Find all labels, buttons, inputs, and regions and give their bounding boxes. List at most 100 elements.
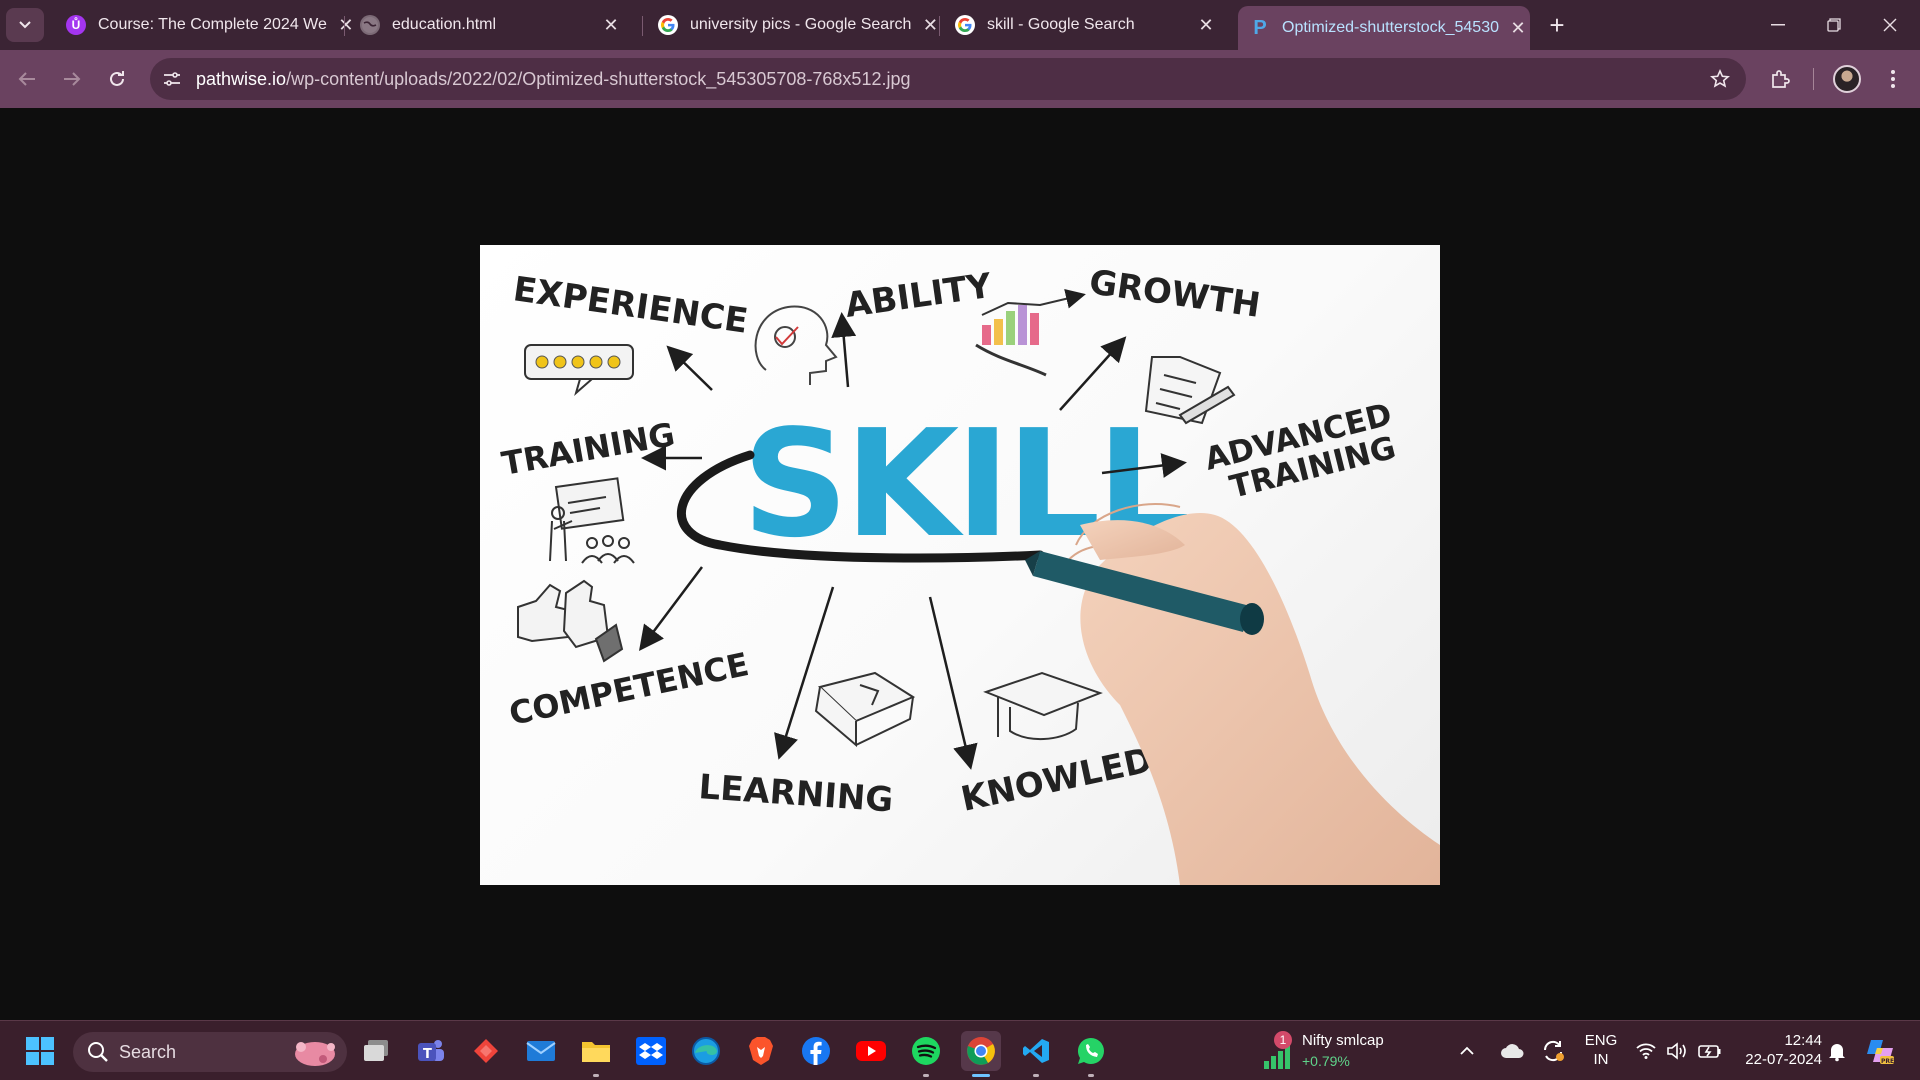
avatar: [1833, 65, 1861, 93]
cloud-icon: [1501, 1044, 1524, 1058]
address-bar[interactable]: pathwise.io/wp-content/uploads/2022/02/O…: [150, 58, 1746, 100]
svg-text:PRE: PRE: [1881, 1058, 1894, 1065]
minimize-button[interactable]: [1750, 0, 1806, 50]
notifications-button[interactable]: [1822, 1031, 1852, 1071]
tab-education-html[interactable]: education.html ✕: [348, 6, 634, 44]
browser-toolbar: pathwise.io/wp-content/uploads/2022/02/O…: [0, 50, 1920, 108]
tab-active-image[interactable]: P Optimized-shutterstock_54530 ✕: [1238, 6, 1530, 50]
facebook-app[interactable]: [796, 1031, 836, 1071]
label-competence: COMPETENCE: [506, 645, 752, 733]
skill-image[interactable]: SKILL EXPERIENCE ABILITY GROWTH TRAINING…: [480, 245, 1440, 885]
reload-button[interactable]: [100, 62, 134, 96]
close-tab-icon[interactable]: ✕: [603, 14, 619, 35]
tab-udemy-course[interactable]: Ů Course: The Complete 2024 We ✕: [54, 6, 353, 44]
folder-icon: [582, 1042, 610, 1062]
tab-university-pics[interactable]: university pics - Google Search ✕: [646, 6, 938, 44]
hand-with-marker: [1025, 503, 1440, 885]
running-indicator: [593, 1074, 599, 1077]
tab-title: university pics - Google Search: [690, 16, 912, 33]
restore-icon: [1827, 18, 1841, 32]
bookmark-button[interactable]: [1708, 67, 1732, 91]
brave-app[interactable]: [741, 1031, 781, 1071]
browser-menu-button[interactable]: [1876, 62, 1910, 96]
svg-text:T: T: [423, 1047, 432, 1062]
edge-app[interactable]: [686, 1031, 726, 1071]
label-training: TRAINING: [499, 415, 678, 483]
graduation-cap-icon: [983, 671, 1103, 741]
skill-mindmap-illustration: SKILL EXPERIENCE ABILITY GROWTH TRAINING…: [499, 262, 1440, 885]
spotify-icon: [912, 1037, 940, 1065]
teams-app[interactable]: T: [411, 1031, 451, 1071]
tab-separator: [344, 16, 345, 36]
language-code: ENG: [1584, 1032, 1618, 1049]
close-tab-icon[interactable]: ✕: [338, 14, 354, 35]
stock-change: +0.79%: [1302, 1053, 1350, 1069]
anydesk-icon: [474, 1039, 498, 1063]
whatsapp-app[interactable]: [1071, 1031, 1111, 1077]
close-icon: [1883, 18, 1897, 32]
search-highlight-icon: [295, 1042, 335, 1066]
chevron-up-icon: [1460, 1046, 1474, 1055]
search-label: Search: [119, 1041, 177, 1062]
running-indicator: [972, 1074, 990, 1077]
close-tab-icon[interactable]: ✕: [922, 14, 938, 35]
site-info-button[interactable]: [160, 67, 184, 91]
tab-search-button[interactable]: [6, 8, 44, 42]
url-text[interactable]: pathwise.io/wp-content/uploads/2022/02/O…: [196, 69, 910, 90]
sync-button[interactable]: [1538, 1031, 1568, 1071]
volume-icon: [1667, 1042, 1686, 1060]
book-icon: [814, 671, 916, 748]
url-path: /wp-content/uploads/2022/02/Optimized-sh…: [286, 69, 911, 89]
new-tab-button[interactable]: +: [1549, 9, 1565, 40]
language-indicator[interactable]: ENG IN: [1580, 1031, 1622, 1069]
presentation-icon: [549, 477, 635, 564]
close-tab-icon[interactable]: ✕: [1198, 14, 1214, 35]
show-hidden-icons-button[interactable]: [1453, 1031, 1481, 1071]
facebook-icon: [802, 1037, 830, 1065]
chrome-app[interactable]: [961, 1031, 1001, 1077]
stock-widget[interactable]: 1 Nifty smlcap +0.79%: [1262, 1031, 1412, 1073]
clock-date: 22-07-2024: [1745, 1051, 1822, 1068]
arrow-left-icon: [18, 72, 35, 86]
quick-settings-button[interactable]: [1636, 1039, 1726, 1065]
arrow-right-icon: [64, 72, 81, 86]
clock[interactable]: 12:44 22-07-2024: [1736, 1031, 1822, 1069]
close-window-button[interactable]: [1862, 0, 1918, 50]
vscode-app[interactable]: [1016, 1031, 1056, 1077]
dropbox-app[interactable]: [631, 1031, 671, 1071]
label-growth: GROWTH: [1087, 262, 1263, 326]
spotify-app[interactable]: [906, 1031, 946, 1077]
onedrive-button[interactable]: [1497, 1031, 1527, 1071]
file-explorer-icon: [364, 1040, 388, 1061]
taskbar-search[interactable]: Search: [73, 1032, 347, 1072]
anydesk-app[interactable]: [466, 1031, 506, 1071]
task-view-button[interactable]: [356, 1031, 396, 1071]
wifi-icon: [1636, 1043, 1656, 1059]
youtube-app[interactable]: [851, 1031, 891, 1071]
notification-badge: 1: [1274, 1031, 1292, 1049]
copilot-button[interactable]: PRE: [1862, 1031, 1898, 1071]
forward-button[interactable]: [55, 62, 89, 96]
restore-button[interactable]: [1806, 0, 1862, 50]
puzzle-icon: [1772, 70, 1790, 88]
mail-icon: [526, 1041, 556, 1061]
notepad-pencil-icon: [1144, 356, 1236, 425]
vscode-icon: [1023, 1039, 1049, 1063]
region-code: IN: [1593, 1051, 1609, 1068]
start-button[interactable]: [20, 1031, 60, 1071]
file-explorer-app[interactable]: [576, 1031, 616, 1077]
back-button[interactable]: [10, 62, 44, 96]
close-tab-icon[interactable]: ✕: [1510, 17, 1526, 38]
udemy-icon: Ů: [66, 15, 86, 35]
mail-app[interactable]: [521, 1031, 561, 1071]
battery-charging-icon: [1698, 1045, 1721, 1058]
rating-bubble-icon: [524, 344, 634, 396]
url-host: pathwise.io: [196, 69, 287, 89]
more-vertical-icon: [1891, 70, 1895, 88]
arrows: [639, 312, 1187, 770]
teams-icon: T: [418, 1040, 444, 1062]
extensions-button[interactable]: [1763, 62, 1797, 96]
tab-skill-search[interactable]: skill - Google Search ✕: [943, 6, 1229, 44]
profile-button[interactable]: [1830, 62, 1864, 96]
toolbar-divider: [1813, 68, 1814, 90]
